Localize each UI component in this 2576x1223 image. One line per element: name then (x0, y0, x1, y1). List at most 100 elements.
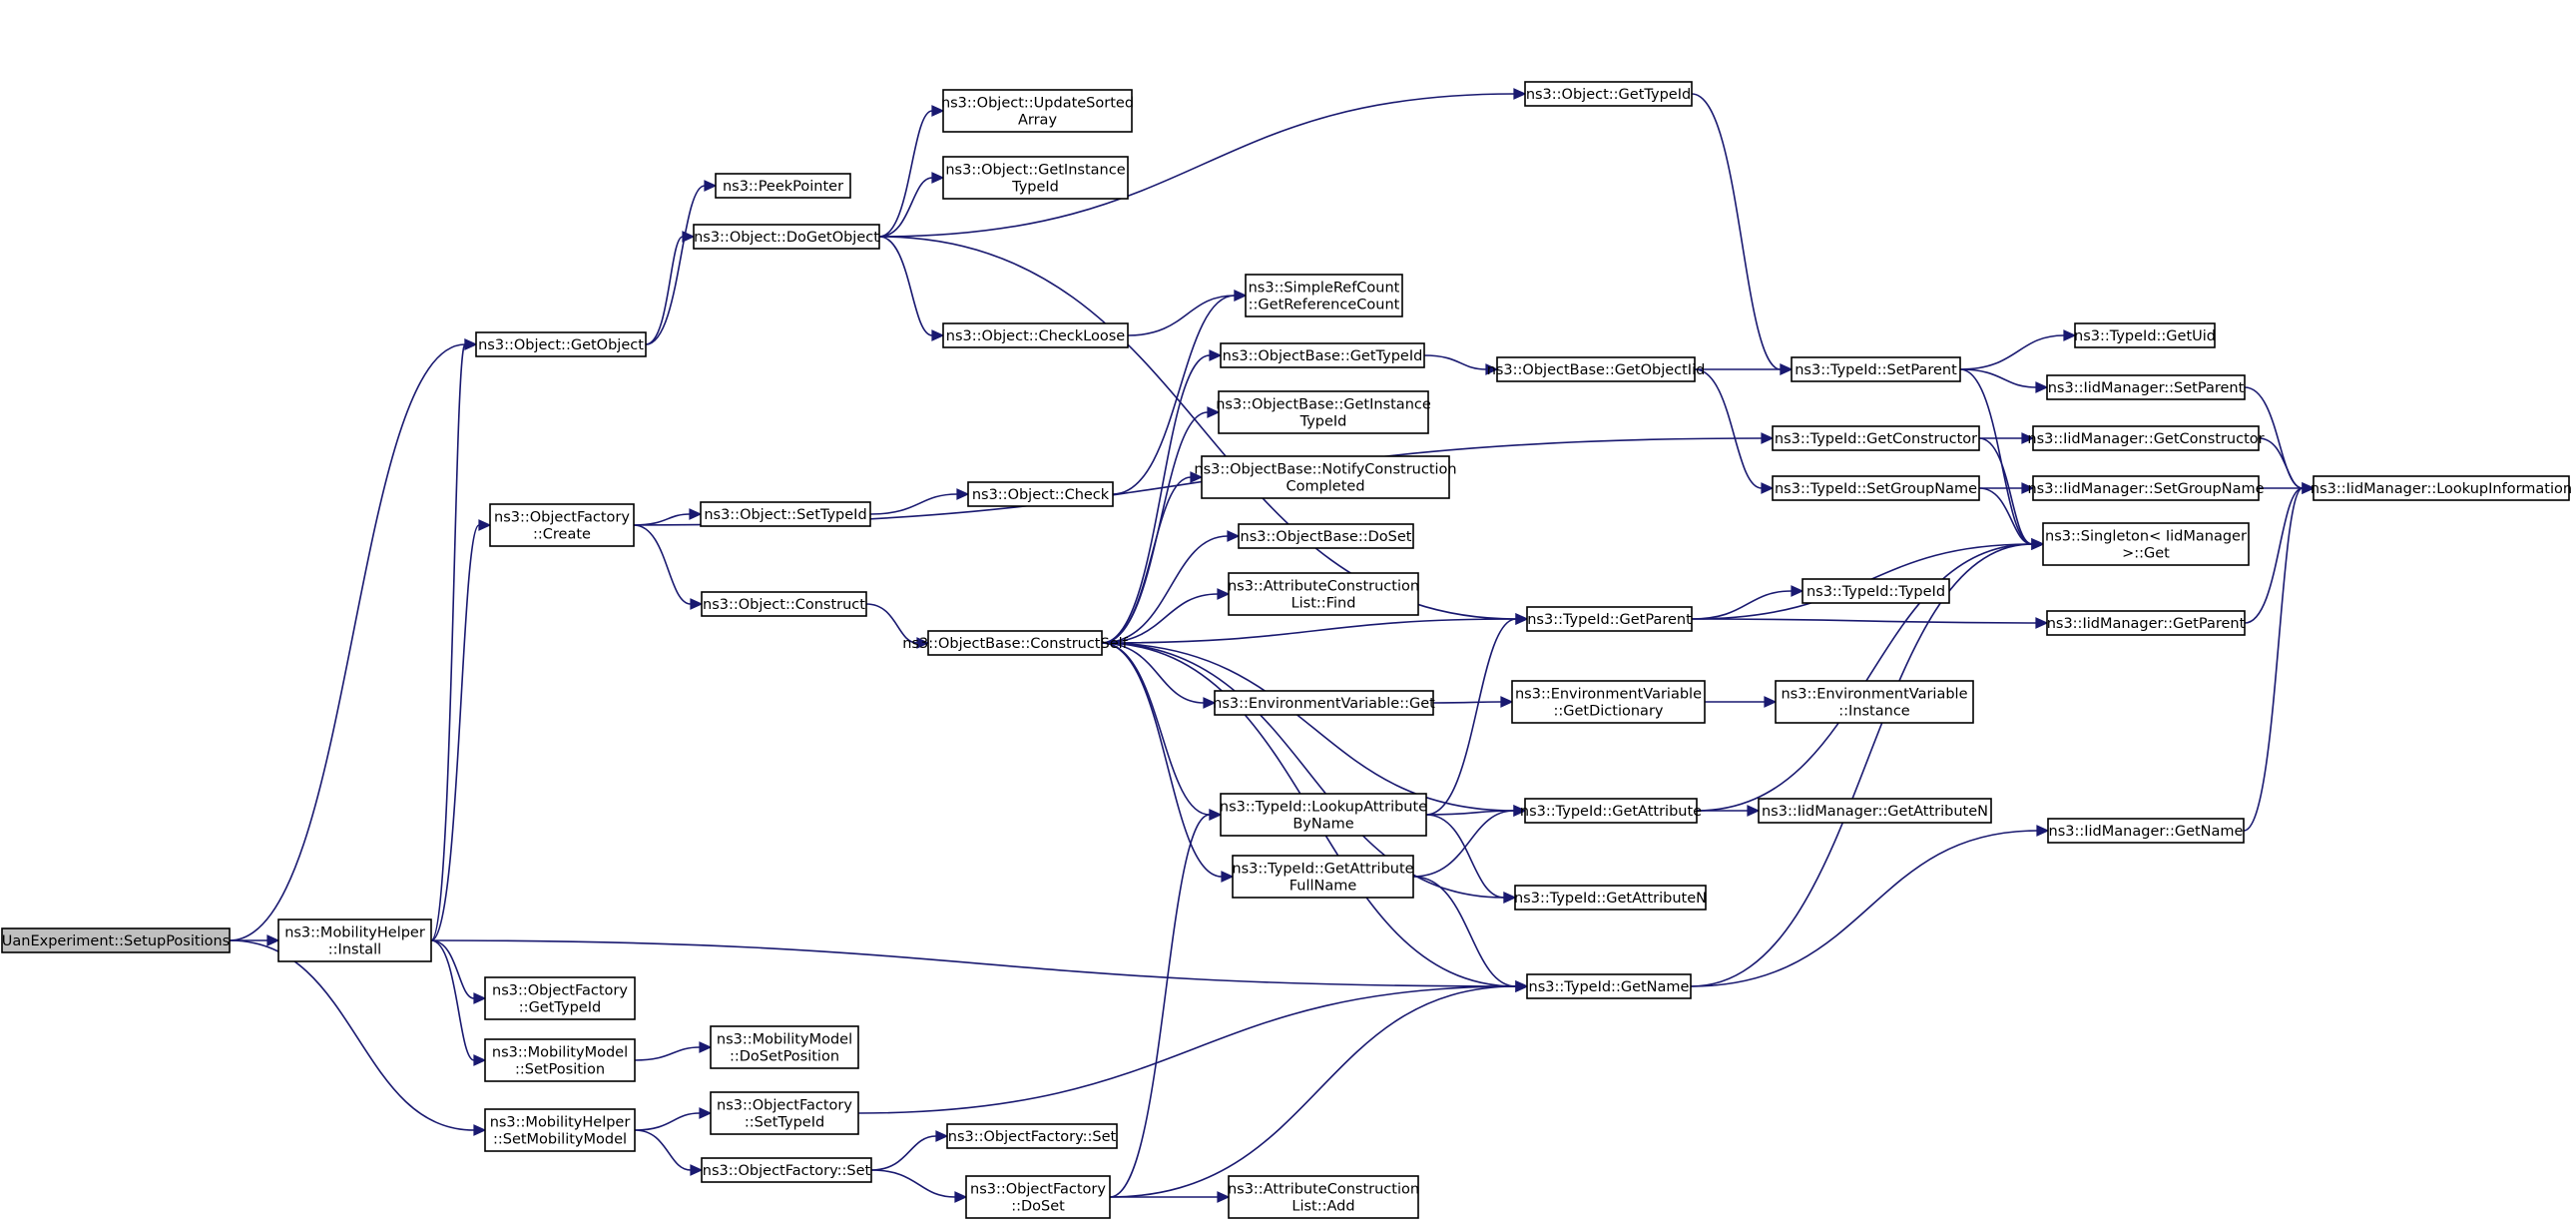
graph-edge-tid_getparent-to-tid_typeid (1691, 585, 1804, 620)
graph-node-tid_getattribute[interactable]: ns3::TypeId::GetAttribute (1520, 798, 1702, 824)
graph-node-peekpointer[interactable]: ns3::PeekPointer (715, 173, 851, 199)
graph-edge-arrowhead (931, 329, 945, 341)
graph-node-label: ns3::TypeId::LookupAttribute (1220, 800, 1427, 816)
graph-node-obj_gettypeid[interactable]: ns3::Object::GetTypeId (1524, 81, 1693, 107)
graph-node-box (1526, 606, 1693, 632)
graph-edge-objfac_create-to-obj_construct (633, 524, 704, 610)
graph-node-ob_notify[interactable]: ns3::ObjectBase::NotifyConstructionCompl… (1194, 455, 1457, 499)
graph-node-box (1228, 572, 1419, 616)
graph-node-tid_getparent[interactable]: ns3::TypeId::GetParent (1526, 606, 1693, 632)
graph-node-ob_gettypeid[interactable]: ns3::ObjectBase::GetTypeId (1220, 342, 1425, 368)
graph-node-iid_getattributen[interactable]: ns3::IidManager::GetAttributeN (1758, 798, 1992, 824)
graph-node-objfac_set[interactable]: ns3::ObjectFactory::Set (701, 1157, 872, 1183)
graph-node-iid_getconstructor[interactable]: ns3::IidManager::GetConstructor (2027, 425, 2265, 451)
graph-node-singleton_get[interactable]: ns3::Singleton< IidManager >::Get (2042, 522, 2250, 566)
graph-node-label: ns3::Singleton< IidManager (2045, 529, 2247, 545)
graph-node-label: ::GetDictionary (1554, 704, 1664, 720)
graph-node-tid_getattributen[interactable]: ns3::TypeId::GetAttributeN (1514, 885, 1707, 911)
graph-node-label: ns3::EnvironmentVariable (1515, 687, 1702, 703)
graph-node-box (2074, 322, 2216, 348)
graph-node-obj_getobject[interactable]: ns3::Object::GetObject (475, 331, 647, 357)
graph-edge-line (1978, 437, 2033, 545)
graph-node-label: ns3::ObjectFactory::Set (948, 1129, 1117, 1145)
graph-node-objfac_set2[interactable]: ns3::ObjectFactory::Set (946, 1123, 1118, 1149)
graph-node-ob_doset[interactable]: ns3::ObjectBase::DoSet (1238, 523, 1414, 549)
graph-edge-arrowhead (1500, 696, 1514, 708)
graph-node-box (942, 89, 1133, 133)
graph-node-tid_setparent[interactable]: ns3::TypeId::SetParent (1791, 356, 1961, 382)
graph-edge-arrowhead (1764, 696, 1778, 708)
graph-node-tid_getconstructor[interactable]: ns3::TypeId::GetConstructor (1772, 425, 1980, 451)
graph-edge-ob_getobjectiid-to-tid_setgroupname (1694, 368, 1775, 494)
graph-node-env_instance[interactable]: ns3::EnvironmentVariable::Instance (1775, 680, 1974, 724)
graph-edge-tid_getattrfull-to-tid_getname (1412, 876, 1529, 992)
graph-node-box (2032, 475, 2260, 501)
graph-node-box (2032, 425, 2260, 451)
graph-node-iid_setparent[interactable]: ns3::IidManager::SetParent (2046, 374, 2246, 400)
graph-node-tid_typeid[interactable]: ns3::TypeId::TypeId (1802, 578, 1950, 604)
graph-node-box (946, 1123, 1118, 1149)
graph-node-mm_dosetpos[interactable]: ns3::MobilityModel::DoSetPosition (710, 1025, 859, 1069)
graph-node-tid_setgroupname[interactable]: ns3::TypeId::SetGroupName (1772, 475, 1980, 501)
graph-node-src_getrefcount[interactable]: ns3::SimpleRefCount::GetReferenceCount (1245, 274, 1403, 317)
graph-node-iid_lookupinfo[interactable]: ns3::IidManager::LookupInformation (2311, 475, 2572, 501)
graph-edge-arrowhead (690, 1164, 704, 1176)
graph-edge-line (430, 343, 466, 941)
graph-node-box (715, 173, 851, 199)
graph-edge-line (857, 985, 1517, 1114)
graph-node-box (710, 1091, 859, 1135)
graph-node-env_get[interactable]: ns3::EnvironmentVariable::Get (1213, 690, 1435, 716)
graph-node-iid_getname[interactable]: ns3::IidManager::GetName (2047, 818, 2245, 844)
graph-node-obj_check[interactable]: ns3::Object::Check (967, 481, 1114, 507)
graph-edge-ob_constructself-to-env_get (1101, 642, 1217, 709)
graph-node-objfac_gettypeid[interactable]: ns3::ObjectFactory::GetTypeId (484, 976, 636, 1020)
graph-node-env_getdict[interactable]: ns3::EnvironmentVariable::GetDictionary (1511, 680, 1706, 724)
graph-node-objfac_doset[interactable]: ns3::ObjectFactory::DoSet (965, 1175, 1111, 1219)
graph-node-label: ns3::MobilityModel (492, 1045, 628, 1061)
graph-node-mh_setmm[interactable]: ns3::MobilityHelper::SetMobilityModel (484, 1108, 636, 1152)
graph-node-box (1220, 793, 1427, 837)
graph-node-obj_construct[interactable]: ns3::Object::Construct (701, 591, 867, 617)
graph-edge-line (869, 493, 958, 515)
graph-edge-mh_install-to-objfac_gettypeid (430, 939, 487, 1004)
graph-edge-line (1101, 354, 1211, 644)
graph-edge-arrowhead (478, 519, 492, 531)
graph-node-objfac_create[interactable]: ns3::ObjectFactory::Create (489, 503, 635, 547)
graph-edge-arrowhead (473, 992, 487, 1004)
graph-node-box (1758, 798, 1992, 824)
graph-node-mh_install[interactable]: ns3::MobilityHelper::Install (277, 918, 432, 962)
graph-node-box (2046, 610, 2246, 636)
graph-node-tid_getname[interactable]: ns3::TypeId::GetName (1526, 973, 1692, 999)
graph-node-ob_getobjectiid[interactable]: ns3::ObjectBase::GetObjectIid (1487, 356, 1706, 382)
graph-node-objfac_settypeid[interactable]: ns3::ObjectFactory::SetTypeId (710, 1091, 859, 1135)
graph-node-iid_getparent[interactable]: ns3::IidManager::GetParent (2046, 610, 2246, 636)
graph-node-box (1772, 425, 1980, 451)
graph-node-label: ns3::Object::GetObject (478, 337, 644, 353)
graph-node-iid_setgroupname[interactable]: ns3::IidManager::SetGroupName (2027, 475, 2265, 501)
graph-edge-iid_getname-to-iid_lookupinfo (2243, 482, 2316, 832)
graph-node-obj_settypeid[interactable]: ns3::Object::SetTypeId (700, 501, 871, 527)
graph-edge-env_get-to-env_getdict (1432, 696, 1514, 708)
graph-node-ob_constructself[interactable]: ns3::ObjectBase::ConstructSelf (902, 630, 1129, 656)
graph-node-tid_getuid[interactable]: ns3::TypeId::GetUid (2074, 322, 2216, 348)
graph-edge-line (430, 939, 475, 1061)
graph-edge-obj_check-to-src_getrefcount (1112, 290, 1248, 495)
graph-node-obj_dogetobject[interactable]: ns3::Object::DoGetObject (693, 224, 880, 250)
graph-edge-mh_install-to-objfac_create (430, 519, 492, 941)
graph-node-box (2047, 818, 2245, 844)
graph-node-obj_checkloose[interactable]: ns3::Object::CheckLoose (942, 322, 1129, 348)
graph-node-mm_setpos[interactable]: ns3::MobilityModel::SetPosition (484, 1038, 636, 1082)
graph-edge-arrowhead (1515, 980, 1529, 992)
graph-edge-arrowhead (1780, 363, 1794, 375)
graph-edge-line (1101, 642, 1515, 812)
graph-node-setup[interactable]: UanExperiment::SetupPositions (1, 927, 231, 953)
graph-edge-arrowhead (1485, 363, 1499, 375)
graph-edge-arrowhead (1747, 805, 1761, 817)
